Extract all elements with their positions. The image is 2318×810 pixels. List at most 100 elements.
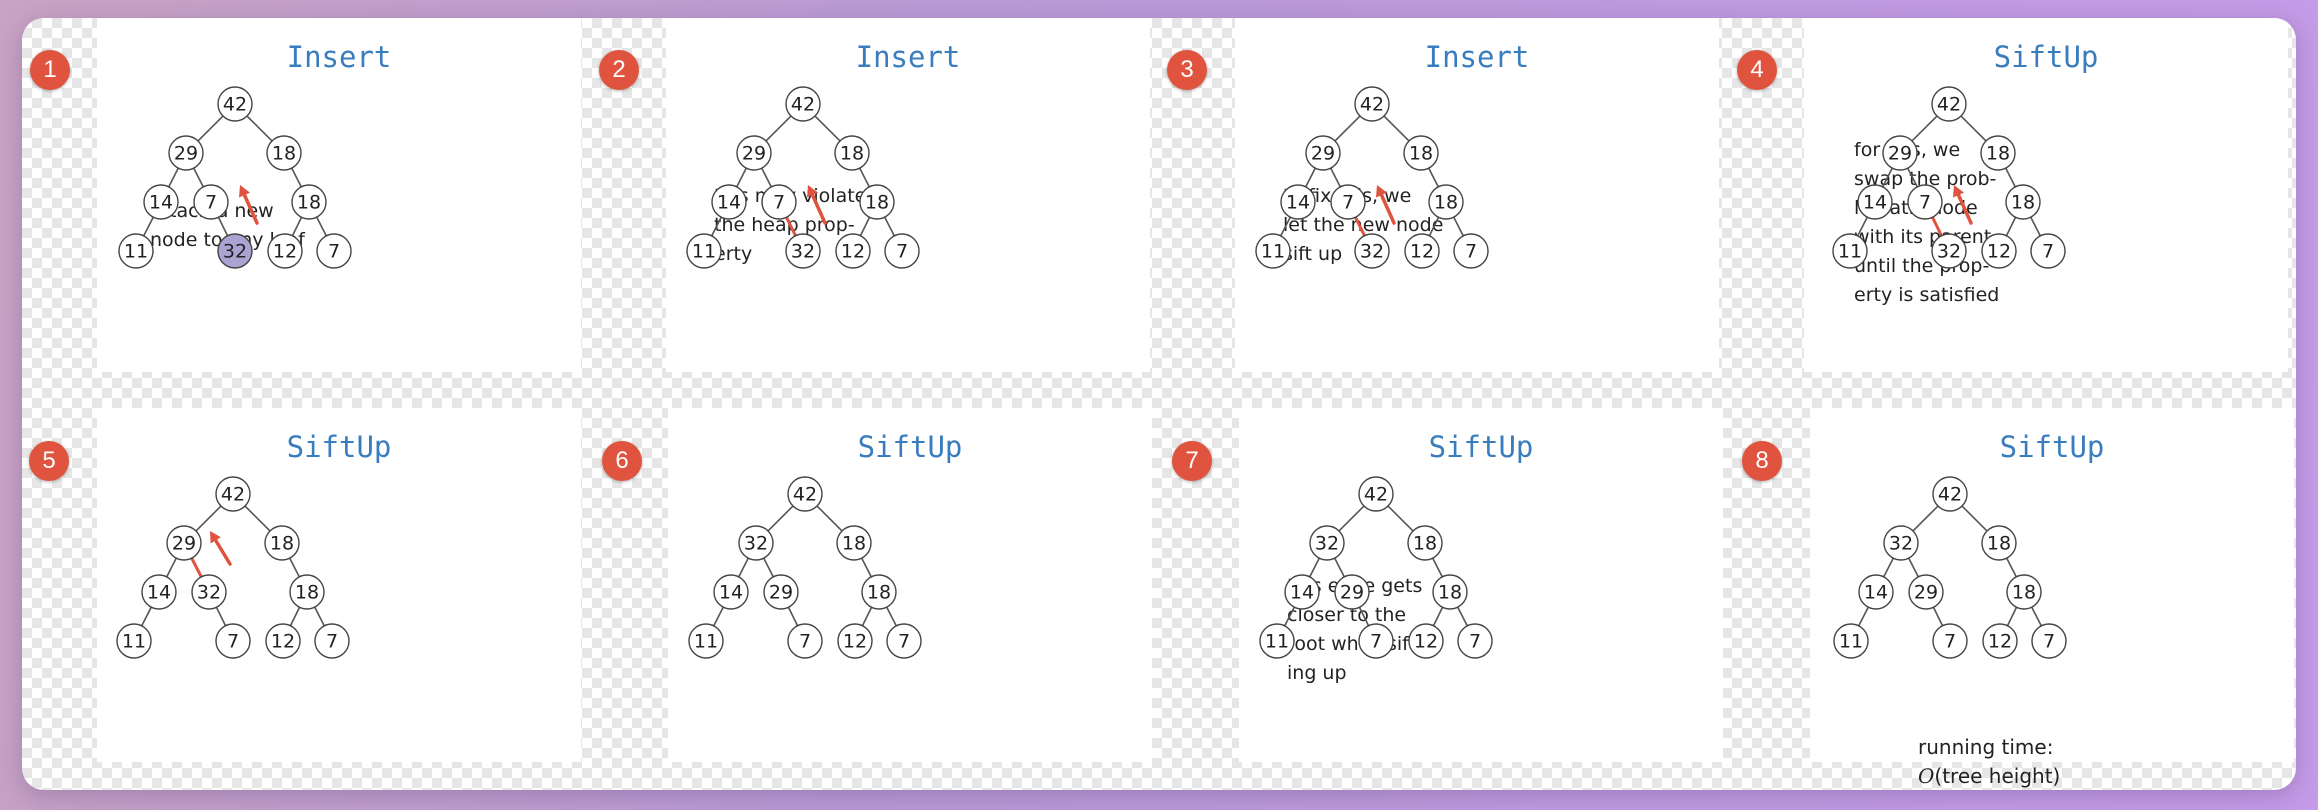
node-circle [738, 525, 774, 561]
node-circle [1857, 184, 1893, 220]
node-circle [1882, 135, 1918, 171]
node-value: 12 [1987, 241, 2011, 263]
node-circle [1408, 623, 1444, 659]
node-circle [1358, 476, 1394, 512]
step-badge-1: 1 [30, 50, 70, 90]
node-circle [1407, 525, 1443, 561]
node-value: 18 [272, 143, 296, 165]
tree-edge [2005, 216, 2017, 237]
node-circle [761, 184, 797, 220]
tree-node: 7 [193, 184, 229, 220]
tree-edge [316, 216, 327, 237]
node-circle [1980, 135, 2016, 171]
node-circle [314, 623, 350, 659]
node-circle [1981, 525, 2017, 561]
node-circle [1858, 574, 1894, 610]
node-circle [1932, 476, 1968, 512]
tree-node: 42 [1932, 476, 1968, 512]
tree-edge [1857, 216, 1868, 237]
node-circle [686, 233, 722, 269]
node-circle [118, 233, 154, 269]
tree-node: 18 [1980, 135, 2016, 171]
node-value: 18 [295, 582, 319, 604]
tree-node: 18 [859, 184, 895, 220]
node-value: 11 [122, 631, 146, 653]
node-value: 18 [1434, 192, 1458, 214]
tree-edge [1330, 167, 1341, 188]
tree-edge [2031, 606, 2042, 627]
tree-edge [1908, 557, 1919, 578]
tree-node: 11 [688, 623, 724, 659]
node-value: 7 [326, 631, 338, 653]
tree-node: 18 [1981, 525, 2017, 561]
node-value: 11 [124, 241, 148, 263]
node-value: 7 [898, 631, 910, 653]
node-circle [191, 574, 227, 610]
node-circle [1833, 623, 1869, 659]
tree-node: 11 [1833, 623, 1869, 659]
violating-edge [785, 216, 797, 237]
node-circle [116, 623, 152, 659]
node-circle [836, 525, 872, 561]
node-value: 12 [273, 241, 297, 263]
node-value: 32 [1315, 533, 1339, 555]
tree-edge [2030, 216, 2041, 237]
tree-node: 7 [2031, 623, 2067, 659]
node-circle [217, 233, 253, 269]
node-value: 29 [1311, 143, 1335, 165]
node-circle [1932, 623, 1968, 659]
node-value: 7 [1469, 631, 1481, 653]
node-circle [835, 233, 871, 269]
tree-edge [2005, 167, 2016, 188]
node-value: 29 [1888, 143, 1912, 165]
node-circle [166, 525, 202, 561]
arrow-head-icon [1953, 185, 1964, 198]
tree-node: 18 [289, 574, 325, 610]
tree-node: 12 [1981, 233, 2017, 269]
violating-edge [190, 557, 203, 578]
tree-edge [861, 557, 872, 578]
tree-edge [765, 115, 792, 142]
tree-node: 18 [1432, 574, 1468, 610]
tree-edge [289, 557, 300, 578]
tree-edge [2006, 557, 2017, 578]
node-circle [193, 184, 229, 220]
tree-edge [816, 505, 843, 532]
node-value: 42 [221, 484, 245, 506]
sift-arrow [211, 534, 232, 566]
node-value: 14 [1286, 192, 1310, 214]
tree-node: 32 [785, 233, 821, 269]
node-circle [1453, 233, 1489, 269]
node-value: 18 [842, 533, 866, 555]
tree-node: 42 [1931, 86, 1967, 122]
node-circle [215, 476, 251, 512]
tree-edge [1883, 557, 1894, 578]
tree-node: 29 [168, 135, 204, 171]
node-circle [215, 623, 251, 659]
node-value: 18 [867, 582, 891, 604]
tree-edge [738, 557, 749, 578]
tree-edge [1960, 115, 1987, 142]
slide-title: SiftUp [1999, 430, 2105, 464]
arrow-head-icon [1376, 185, 1387, 198]
tree-edge [861, 606, 873, 627]
node-circle [736, 135, 772, 171]
node-value: 7 [1919, 192, 1931, 214]
node-value: 12 [1414, 631, 1438, 653]
node-circle [267, 233, 303, 269]
node-circle [1982, 623, 2018, 659]
tree-node: 18 [264, 525, 300, 561]
node-value: 29 [172, 533, 196, 555]
tree-node: 29 [1882, 135, 1918, 171]
node-value: 29 [742, 143, 766, 165]
tree-edge [246, 115, 273, 142]
node-value: 32 [1889, 533, 1913, 555]
tree-node: 29 [736, 135, 772, 171]
tree-edge [1280, 216, 1291, 237]
tree-node: 14 [1280, 184, 1316, 220]
tree-edge [217, 216, 229, 237]
node-value: 12 [843, 631, 867, 653]
node-circle [266, 135, 302, 171]
